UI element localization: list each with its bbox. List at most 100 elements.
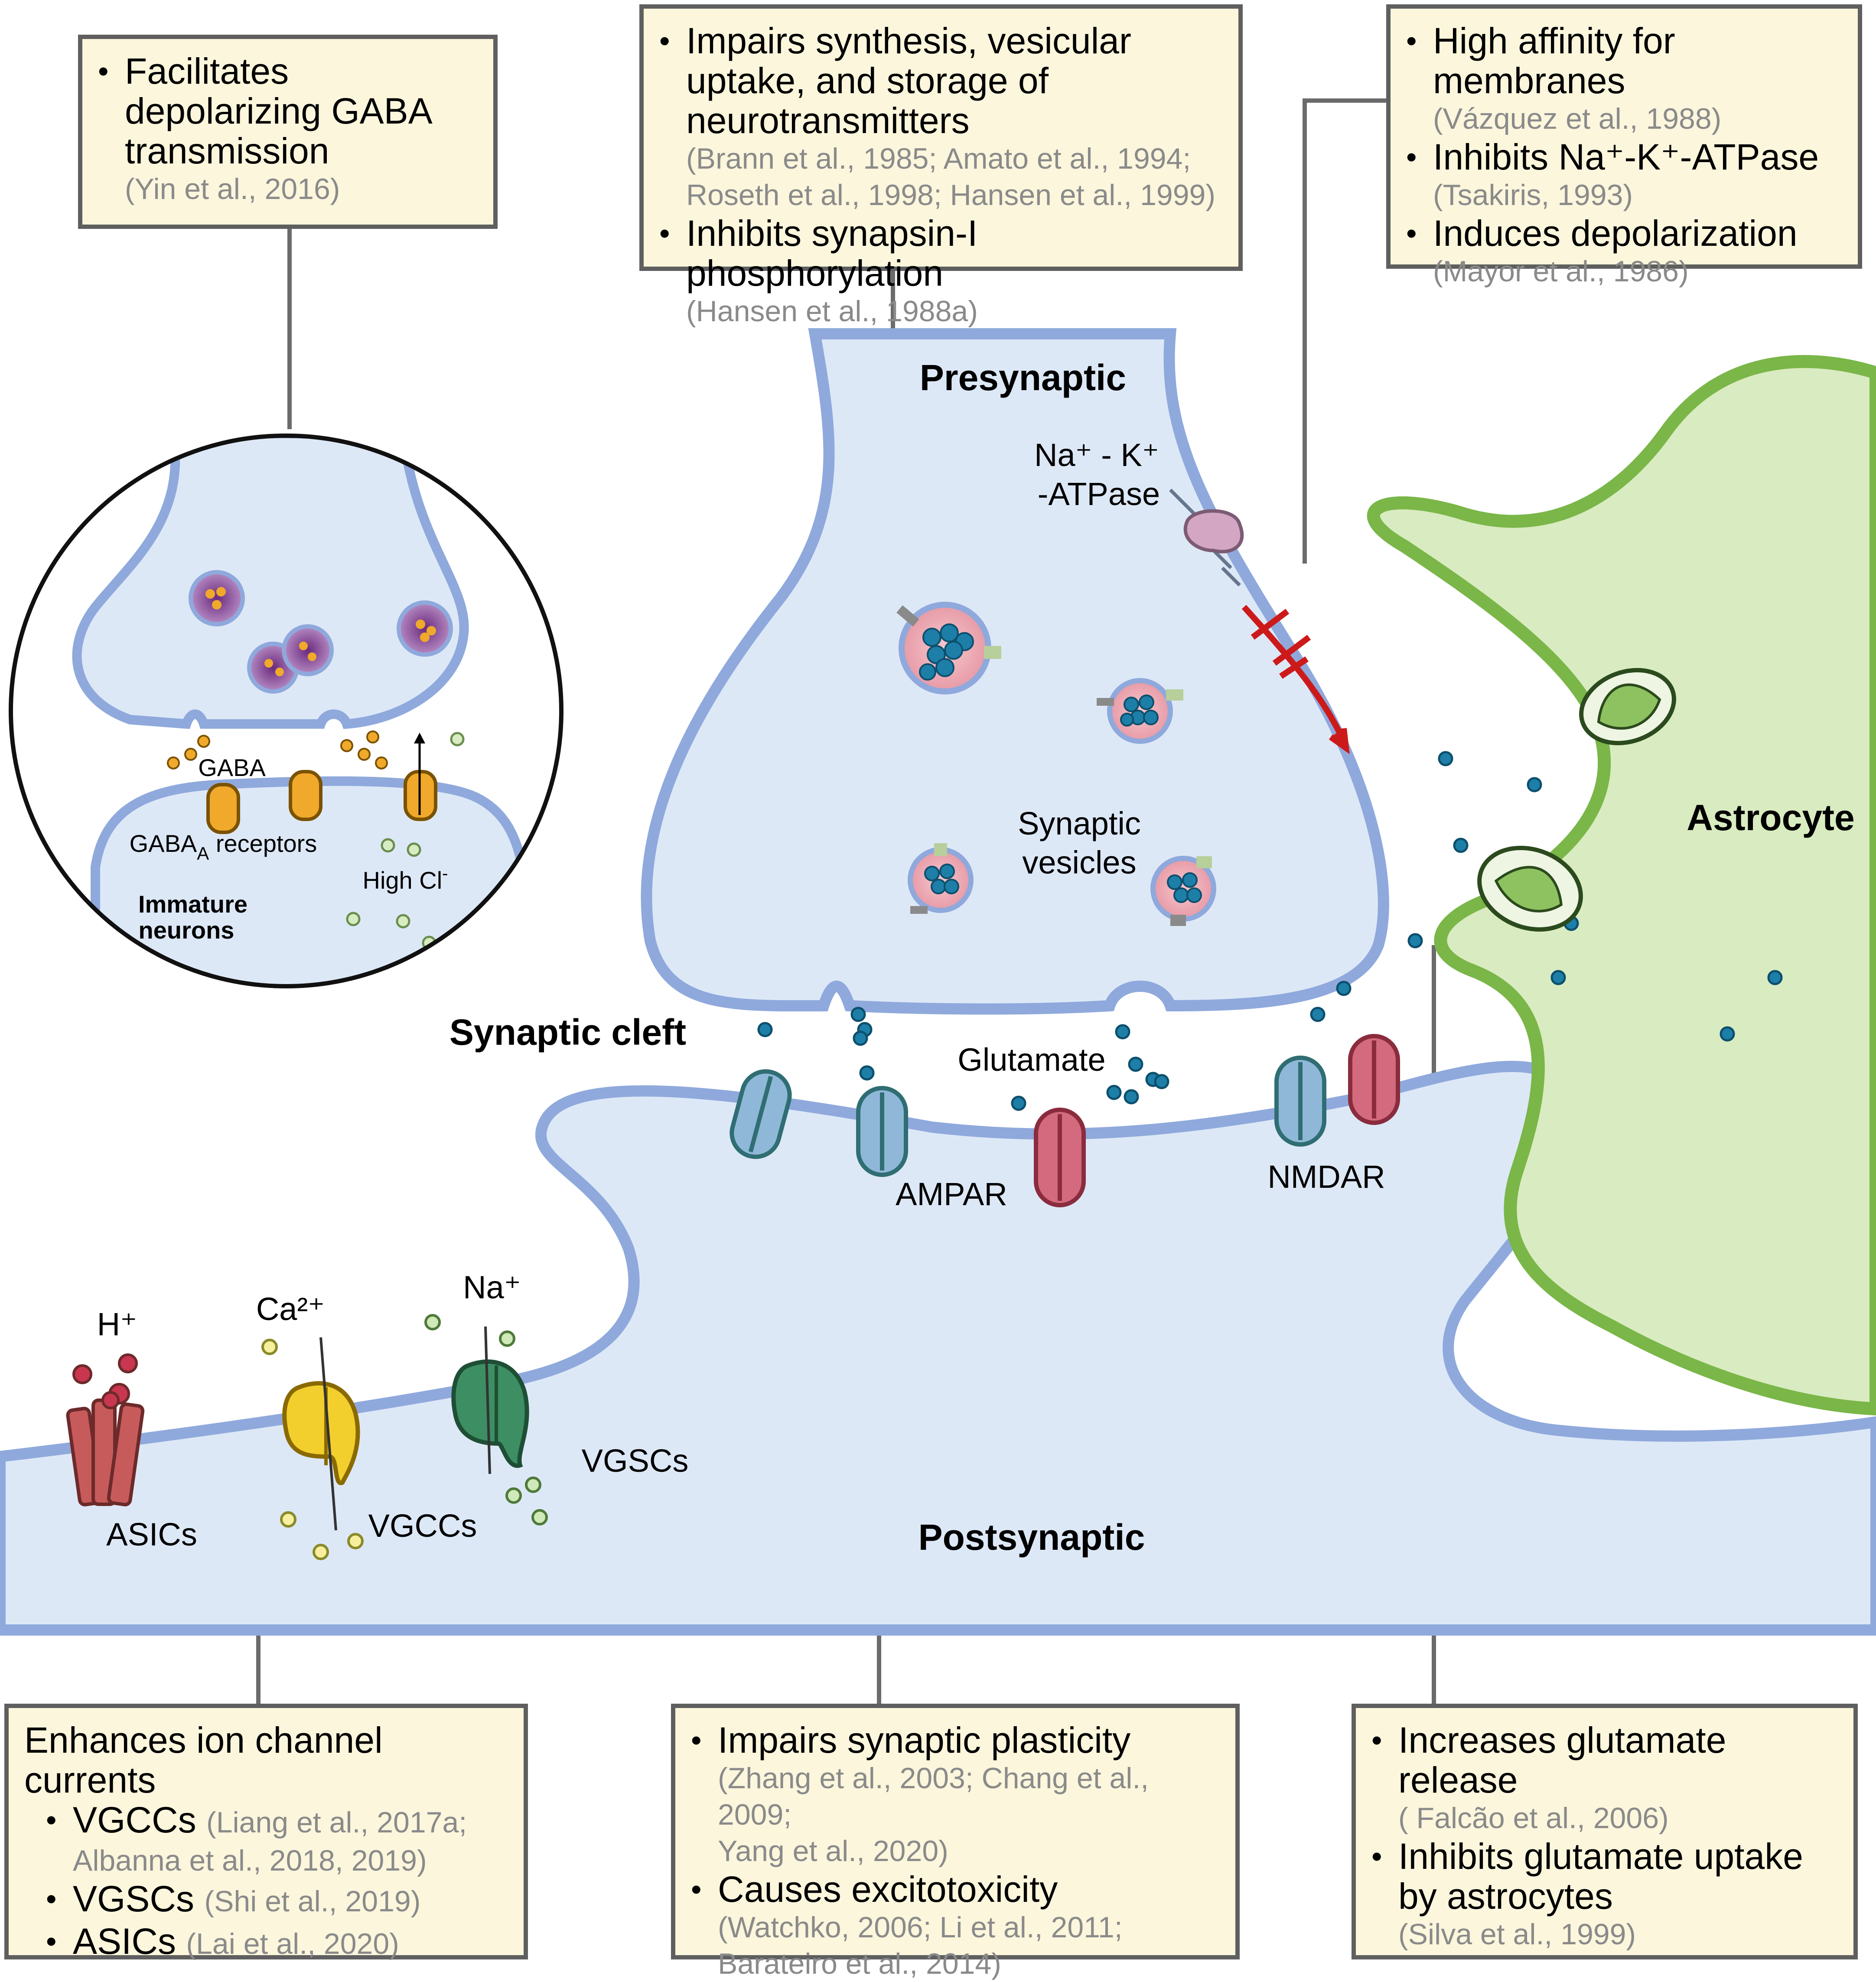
presynaptic-terminal [641,328,1389,1015]
connector-top-right [1303,98,1387,564]
box-heading: Enhances ion channel currents [24,1720,383,1800]
annotation-box-glutamate: • Increases glutamate release ( Falcão et… [1352,1704,1858,1959]
vesicle [1150,856,1216,926]
glutamate-receptors [730,1034,1400,1207]
box-reference: ( Falcão et al., 2006) [1398,1802,1669,1835]
h-ion-label: H⁺ [97,1306,137,1342]
box-reference: (Zhang et al., 2003; Chang et al., 2009; [718,1762,1149,1831]
annotation-box-neurotransmitter: • Impairs synthesis, vesicular uptake, an… [639,4,1243,328]
box-reference: (Shi et al., 2019) [204,1885,421,1918]
vesicle [1097,678,1183,744]
nmdar-label: NMDAR [1267,1159,1385,1195]
box-bullet-text: Causes excitotoxicity [718,1869,1058,1910]
bullet: • [46,1924,57,1958]
box-bullet-text: Impairs synaptic plasticity [718,1720,1131,1760]
vgccs-label: VGCCs [368,1508,477,1544]
bullet: • [46,1803,57,1837]
box-reference: Albanna et al., 2018, 2019) [73,1844,427,1877]
postsynaptic-neuron [0,1060,1876,1636]
ampar-receptor [1274,1056,1326,1147]
annotation-box-plasticity: • Impairs synaptic plasticity (Zhang et a… [671,1704,1240,1980]
na-ion-label: Na⁺ [463,1269,521,1305]
box-reference: (Silva et al., 1999) [1398,1918,1636,1951]
vgcc-channel [261,1337,364,1560]
immature-neurons-label-1: Immature [138,890,248,918]
vgscs-label: VGSCs [582,1443,689,1479]
box-bullet-text: Impairs synthesis, vesicular uptake, and… [686,20,1131,141]
synaptic-vesicles [896,602,1216,926]
vesicle [896,602,1001,694]
high-cl-label: High Cl- [363,864,448,894]
box-reference: Yang et al., 2020) [718,1835,948,1868]
asics-label: ASICs [106,1516,197,1552]
atpase-label-1: Na⁺ - K⁺ [1034,437,1159,473]
box-reference: Roseth et al., 1998; Hansen et al., 1999… [686,179,1216,212]
bullet: • [46,1882,57,1916]
atpase-label-2: -ATPase [1038,476,1160,512]
bullet: • [1371,1723,1382,1757]
glutamate-transporters [1477,668,1676,932]
box-item: ASICs [73,1921,176,1962]
box-bullet-text: Inhibits synapsin-I phosphorylation [686,213,978,293]
box-item: VGCCs [73,1799,196,1840]
glutamate-label: Glutamate [958,1042,1105,1078]
bullet: • [1406,24,1417,58]
nmdar-receptor [1034,1108,1086,1207]
glutamate-molecules [757,751,1783,1111]
box-reference: (Tsakiris, 1993) [1433,179,1633,212]
vgsc-channel [424,1314,548,1526]
atpase-inhibition-arrow [1241,605,1350,754]
bullet: • [691,1872,702,1906]
box-bullet-text: High affinity for membranes [1433,20,1675,101]
gaba-receptors-label: GABAA receptors [130,830,317,864]
box-reference: (Yin et al., 2016) [125,173,340,205]
bullet: • [1371,1839,1382,1873]
na-k-atpase-pump [1169,489,1244,587]
ca-ion-label: Ca²⁺ [256,1291,325,1327]
box-bullet-text: Inhibits glutamate uptake by astrocytes [1398,1836,1803,1917]
bullet: • [98,54,109,88]
box-bullet-text: Facilitates depolarizing GABA transmissi… [125,51,431,171]
ampar-label: AMPAR [896,1176,1007,1212]
annotation-box-ion-channels: Enhances ion channel currents • VGCCs (Li… [4,1704,528,1962]
box-reference: (Mayor et al., 1986) [1433,255,1689,288]
immature-neurons-label-2: neurons [139,916,234,944]
astrocyte-cell [1367,355,1876,1416]
gaba-molecules [167,730,388,769]
bullet: • [1406,140,1417,174]
bullet: • [1406,216,1417,250]
box-bullet-text: Induces depolarization [1433,213,1798,254]
vesicle [908,843,974,914]
box-reference: (Brann et al., 1985; Amato et al., 1994; [686,142,1191,175]
box-reference: (Hansen et al., 1988a) [686,295,978,328]
astrocyte-label: Astrocyte [1687,797,1854,838]
annotation-box-gaba: • Facilitates depolarizing GABA transmiss… [78,35,498,229]
synaptic-vesicles-label-1: Synaptic [1018,805,1141,841]
bullet: • [691,1723,702,1757]
box-reference: (Liang et al., 2017a; [206,1806,467,1839]
box-item: VGSCs [73,1878,195,1919]
annotation-box-membrane: • High affinity for membranes (Vázquez et… [1386,4,1862,288]
synaptic-vesicles-label-2: vesicles [1022,844,1136,880]
ampar-receptor [856,1086,908,1177]
gaba-vesicles [189,570,453,694]
gaba-a-receptors [206,770,437,834]
box-reference: (Watchko, 2006; Li et al., 2011; [718,1911,1123,1944]
box-bullet-text: Increases glutamate release [1398,1720,1726,1800]
box-reference: Barateiro et al., 2014) [718,1947,1001,1980]
box-reference: (Vázquez et al., 1988) [1433,102,1722,135]
gaba-inset [11,436,561,986]
asics-channel [66,1353,145,1506]
box-bullet-text: Inhibits Na⁺-K⁺-ATPase [1433,137,1819,177]
bullet: • [659,216,670,250]
bullet: • [659,24,670,58]
nmdar-receptor [1348,1034,1400,1125]
presynaptic-label: Presynaptic [920,357,1126,398]
postsynaptic-label: Postsynaptic [918,1517,1145,1558]
synaptic-cleft-label: Synaptic cleft [449,1012,686,1053]
gaba-label: GABA [198,754,266,781]
ampar-receptor [730,1069,792,1159]
gaba-inset-border [9,434,563,988]
